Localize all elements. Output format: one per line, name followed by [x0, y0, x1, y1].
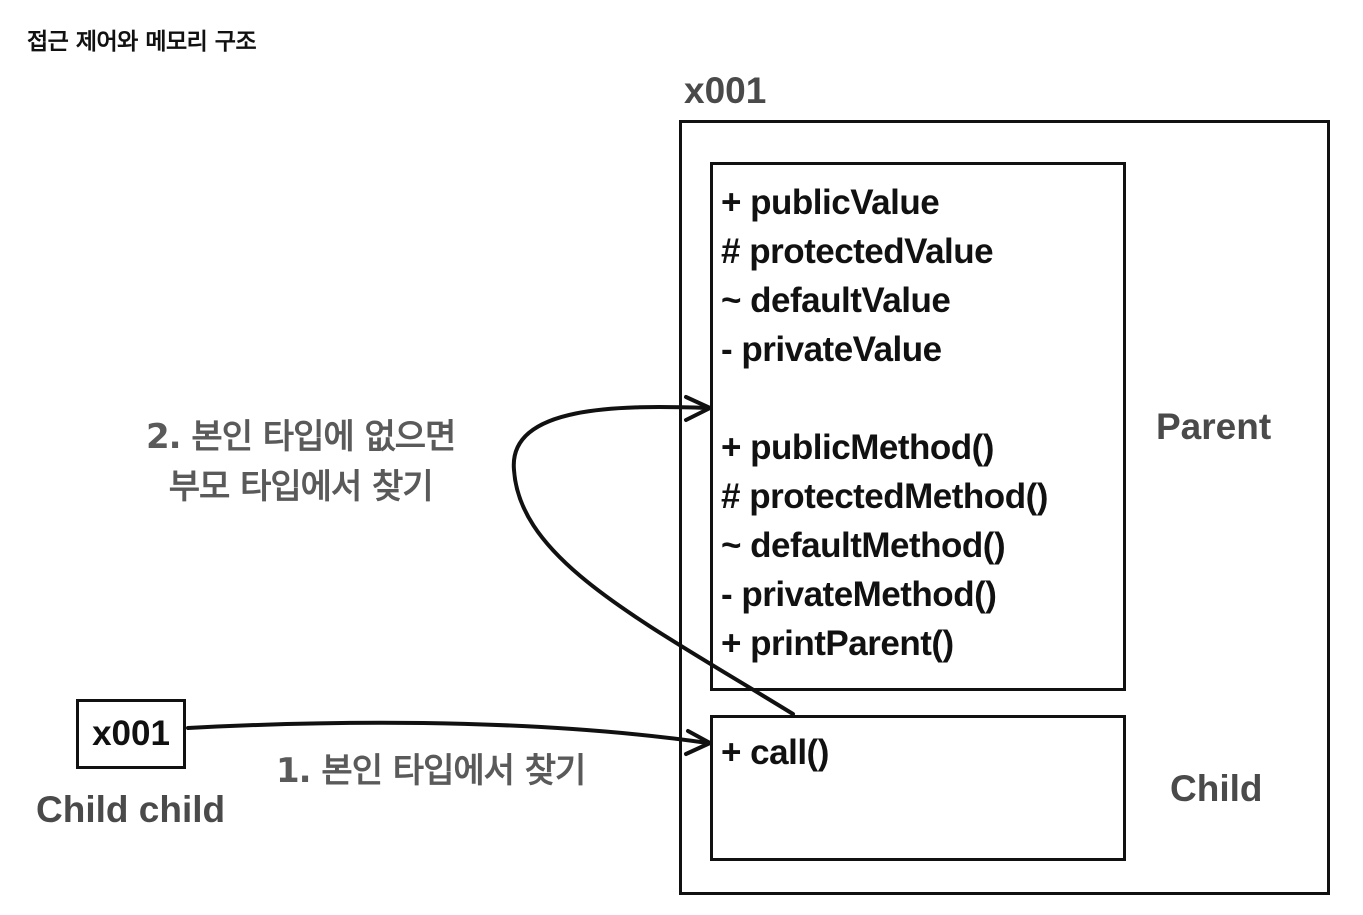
step2-label-line1: 2. 본인 타입에 없으면	[146, 417, 456, 457]
step2-label-line2: 부모 타입에서 찾기	[168, 467, 434, 507]
parent-class-box: + publicValue # protectedValue ~ default…	[710, 162, 1126, 691]
reference-value-box: x001	[76, 699, 186, 769]
step1-label: 1. 본인 타입에서 찾기	[276, 751, 586, 791]
child-method: + call()	[721, 733, 829, 772]
step2-arrow	[511, 405, 795, 716]
parent-field: + publicValue	[721, 183, 940, 222]
instance-address-label: x001	[684, 70, 767, 111]
child-class-box: + call()	[710, 715, 1126, 861]
parent-method: + printParent()	[721, 624, 954, 663]
parent-member-list: + publicValue # protectedValue ~ default…	[721, 178, 1048, 668]
parent-method: - privateMethod()	[721, 575, 997, 614]
reference-value: x001	[92, 714, 170, 753]
page-title: 접근 제어와 메모리 구조	[27, 29, 257, 55]
parent-field: - privateValue	[721, 330, 942, 369]
child-class-name: Child	[1170, 768, 1263, 809]
parent-method: + publicMethod()	[721, 428, 994, 467]
parent-field: ~ defaultValue	[721, 281, 951, 320]
instance-box	[679, 120, 1330, 895]
step2-arrowhead	[684, 395, 712, 422]
step2-label: 2. 본인 타입에 없으면 부모 타입에서 찾기	[146, 412, 456, 512]
reference-variable-label: Child child	[36, 789, 226, 830]
parent-method: # protectedMethod()	[721, 477, 1048, 516]
parent-class-name: Parent	[1156, 406, 1272, 447]
parent-field: # protectedValue	[721, 232, 994, 271]
child-member-list: + call()	[721, 728, 829, 777]
step1-arrowhead	[684, 729, 712, 756]
step1-arrow	[186, 720, 710, 745]
parent-method: ~ defaultMethod()	[721, 526, 1006, 565]
